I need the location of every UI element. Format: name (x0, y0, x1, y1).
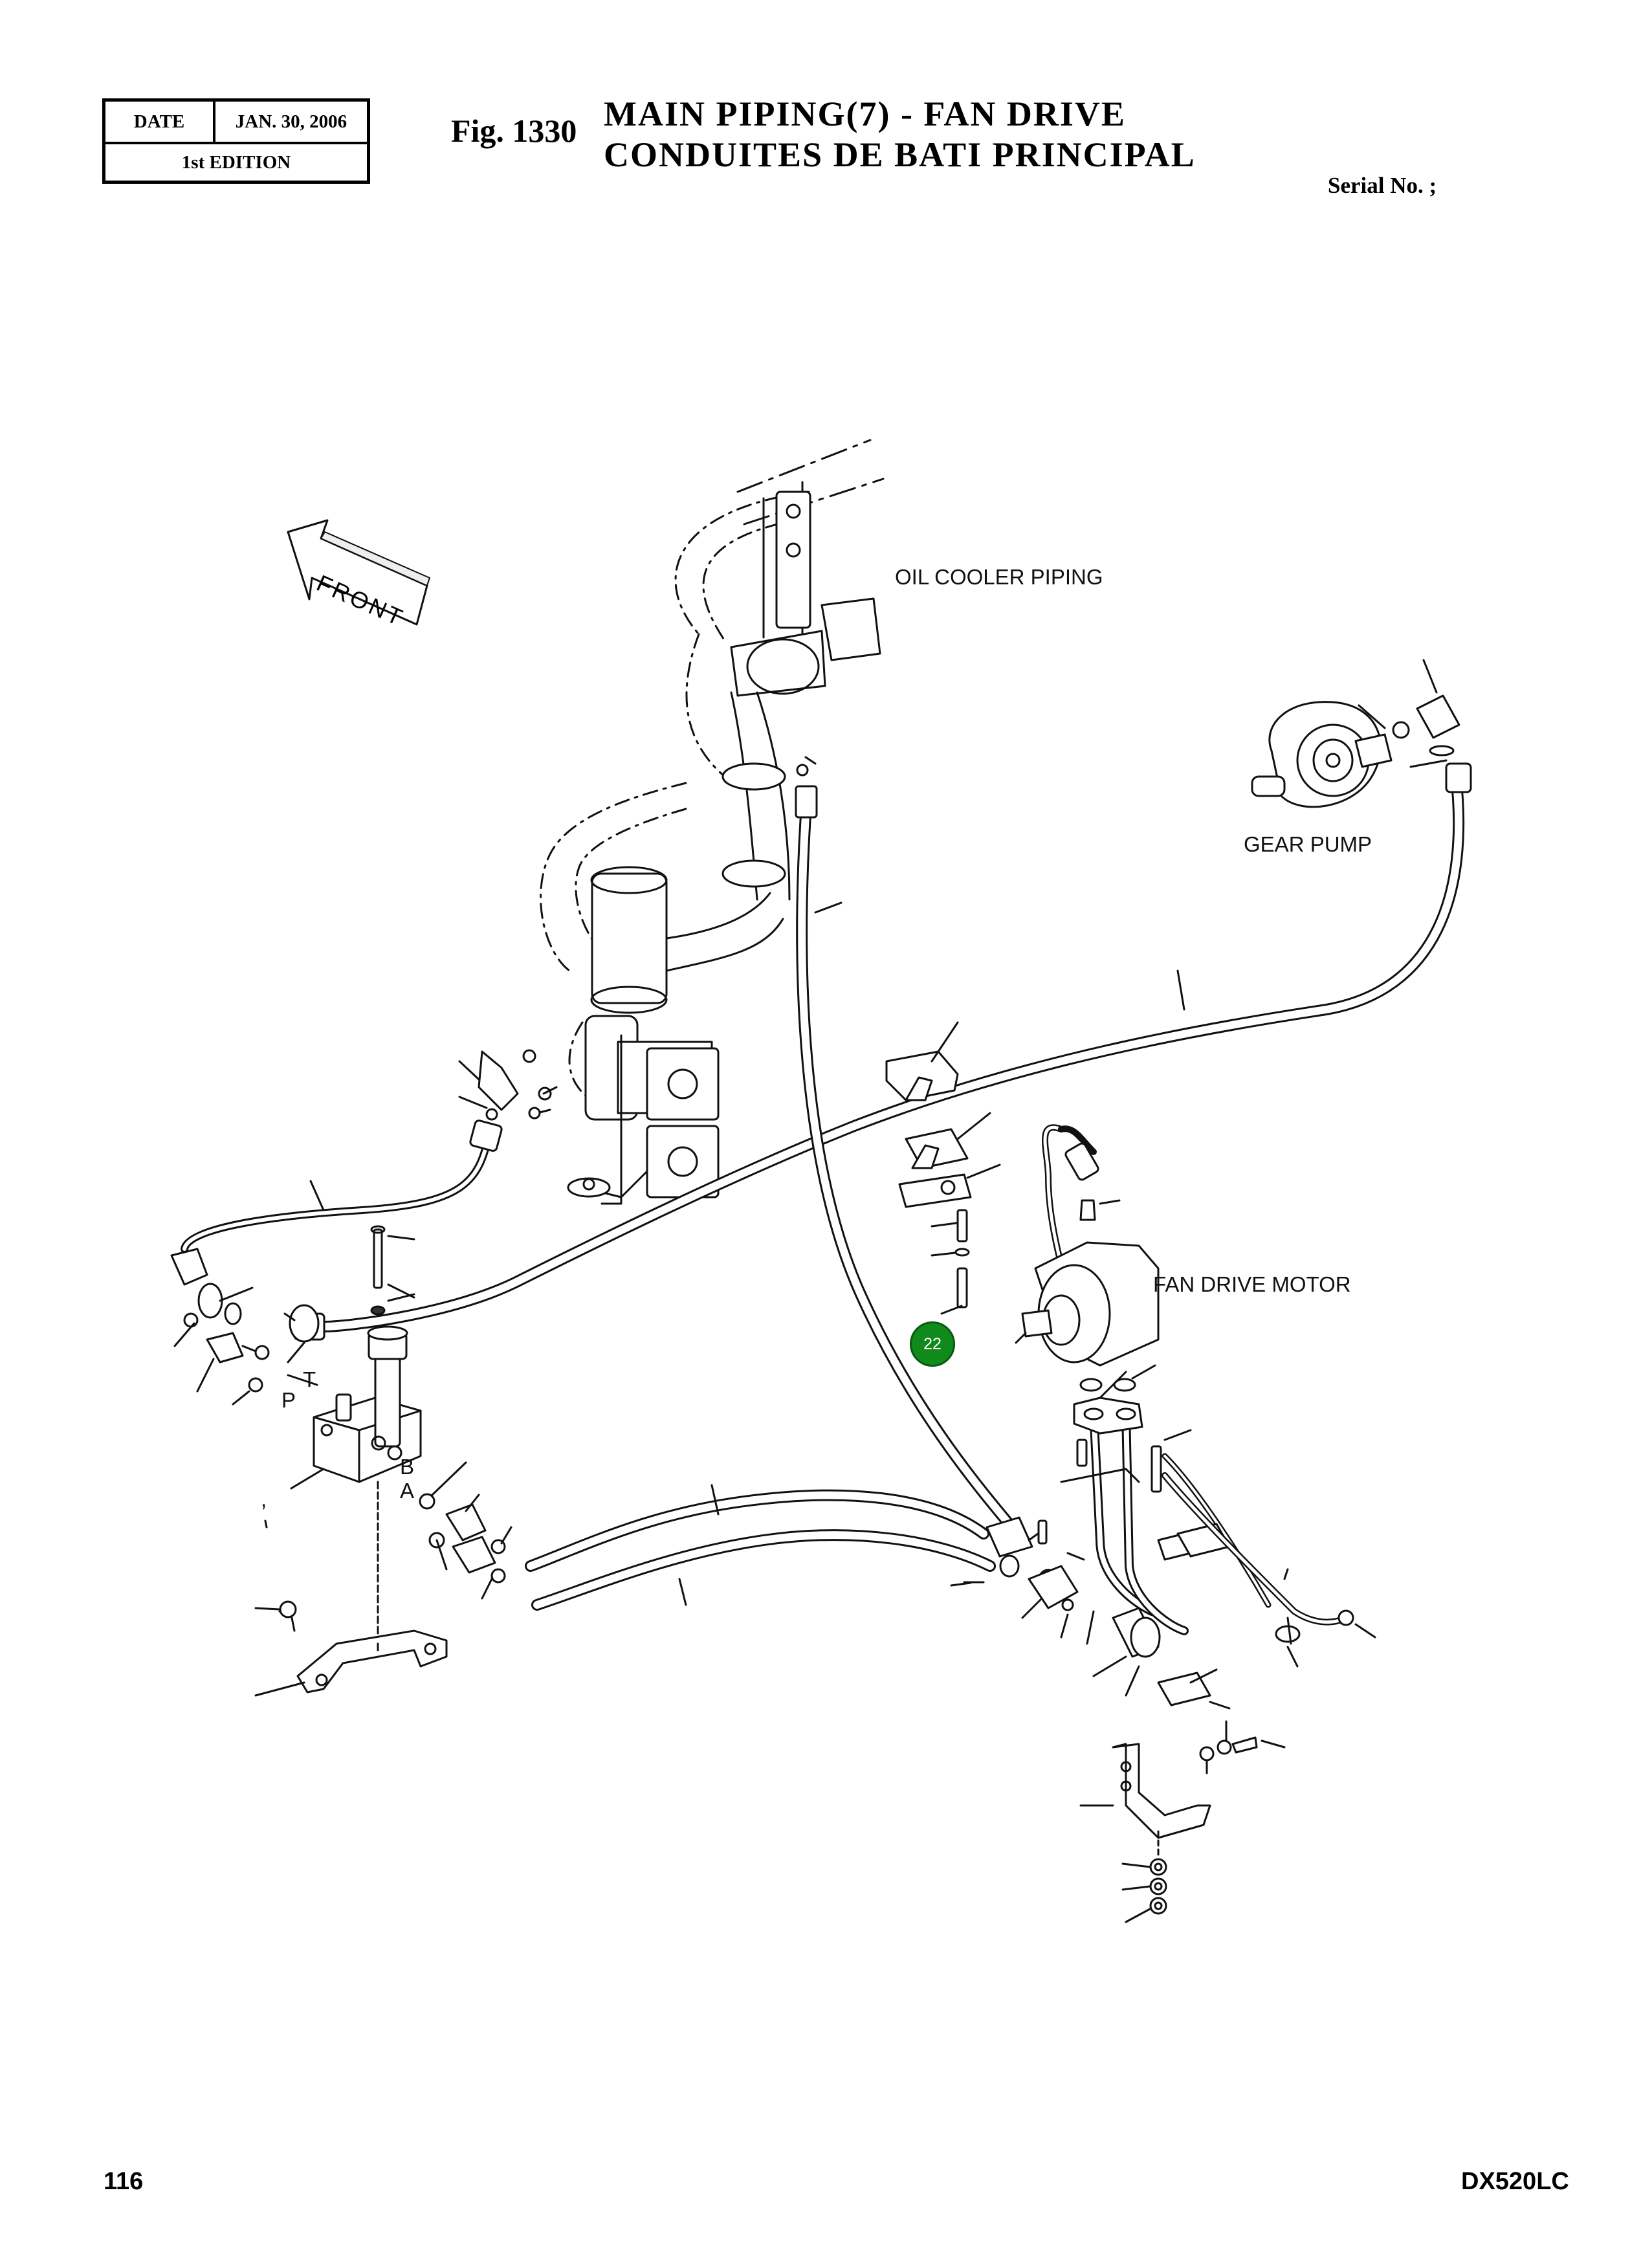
serial-number-label: Serial No. ; (1328, 173, 1437, 198)
valve-bracket (254, 1600, 448, 1697)
page-number: 116 (104, 2168, 144, 2195)
port-t-label: T (303, 1367, 316, 1391)
port-b-label: B (400, 1455, 415, 1479)
port-p-label: P (281, 1388, 296, 1412)
title-french: CONDUITES DE BATI PRINCIPAL (604, 135, 1196, 174)
date-row: DATE JAN. 30, 2006 (105, 102, 367, 144)
oil-cooler-piping-label: OIL COOLER PIPING (895, 565, 1103, 589)
oil-cooler-piping (528, 439, 885, 1205)
fan-drive-motor-label: FAN DRIVE MOTOR (1153, 1272, 1351, 1296)
gear-pump-label: GEAR PUMP (1244, 832, 1372, 856)
motor-fittings-lower (950, 1516, 1161, 1697)
title-english: MAIN PIPING(7) - FAN DRIVE (604, 94, 1126, 133)
gear-pump (1251, 659, 1460, 808)
figure-number: Fig. 1330 (451, 113, 577, 149)
date-edition-box: DATE JAN. 30, 2006 1st EDITION (102, 98, 370, 184)
motor-tubes (1060, 1396, 1272, 1635)
stray-mark: , (261, 1487, 267, 1511)
hose-clamp-assembly (885, 1021, 1001, 1315)
part-callout-22[interactable]: 22 (910, 1321, 955, 1367)
valve-mounting-bolt (370, 1225, 415, 1645)
edition-label: 1st EDITION (181, 151, 291, 173)
hose-motor-right (1162, 1472, 1376, 1668)
front-arrow (287, 519, 430, 626)
hose-oil-cooler-to-motor (795, 756, 1028, 1546)
port-a-label: A (400, 1479, 415, 1503)
hose-pair-lower (525, 1484, 996, 1611)
hose-left-upper (181, 1120, 503, 1253)
valve-fittings-right (419, 1461, 512, 1600)
fan-drive-motor (1015, 1124, 1160, 1399)
control-valve-block (264, 1325, 422, 1529)
elbow-fitting-upper-left (458, 1049, 536, 1121)
date-label: DATE (105, 102, 215, 142)
model-number: DX520LC (1461, 2168, 1569, 2195)
date-value: JAN. 30, 2006 (235, 111, 347, 132)
valve-fittings-left (170, 1248, 320, 1406)
